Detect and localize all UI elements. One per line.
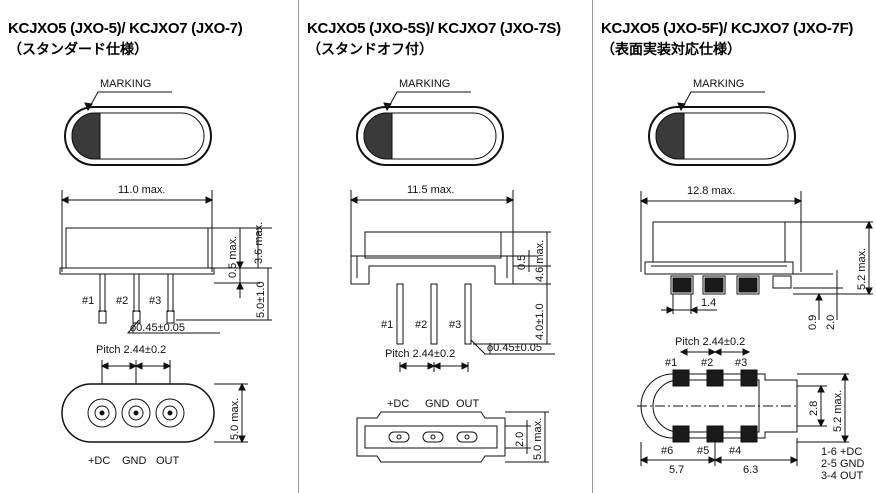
- dim-6-3: 6.3: [743, 464, 758, 476]
- dim-2-0: 2.0: [514, 432, 526, 447]
- panel-title: KCJXO5 (JXO-5S)/ KCJXO7 (JXO-7S): [307, 20, 561, 37]
- panel-subtitle: （スタンダード仕様）: [8, 41, 148, 57]
- legend-2-5: 2-5 GND: [821, 458, 864, 470]
- legend-1-6: 1-6 +DC: [821, 446, 862, 458]
- pin-2-label: #2: [701, 357, 713, 369]
- width-dim: 12.8 max.: [687, 185, 735, 197]
- dim-top-5-0: 5.0 max.: [229, 398, 241, 440]
- pin-diameter: ϕ0.45±0.05: [130, 322, 185, 334]
- pin-1-label: #1: [82, 295, 94, 307]
- bottom-view: #1 #2 #3 #6 #5 #4 5.7 6.3: [637, 357, 864, 482]
- marking-dot: [363, 112, 393, 160]
- panel-divider-1: [298, 0, 299, 493]
- panel-standoff: KCJXO5 (JXO-5S)/ KCJXO7 (JXO-7S) （スタンドオフ…: [299, 0, 591, 493]
- pin-2-label: #2: [415, 319, 427, 331]
- pitch-label: Pitch 2.44±0.2: [675, 336, 745, 348]
- side-view: 12.8 max. 1.4: [639, 185, 873, 330]
- dim-top-5-2: 5.2 max.: [832, 390, 844, 432]
- dim-0-5: 0.5: [516, 255, 528, 270]
- dim-0-5: 0.5 max.: [227, 236, 239, 278]
- dim-5-7: 5.7: [669, 464, 684, 476]
- label-out: OUT: [456, 398, 480, 410]
- panel-subtitle: （表面実装対応仕様）: [601, 41, 741, 57]
- label-gnd: GND: [122, 455, 147, 467]
- dim-5-2: 5.2 max.: [856, 248, 868, 290]
- pin-4-label: #4: [729, 445, 741, 457]
- pad: [740, 425, 758, 443]
- marking-dot: [71, 112, 101, 160]
- panel-smd: KCJXO5 (JXO-5F)/ KCJXO7 (JXO-7F) （表面実装対応…: [593, 0, 876, 493]
- pin-3-label: #3: [735, 357, 747, 369]
- dim-1-4: 1.4: [701, 297, 716, 309]
- pad: [706, 425, 724, 443]
- pad: [672, 369, 690, 387]
- width-dim: 11.5 max.: [407, 184, 455, 196]
- smd-drawing: MARKING 12.8 max.: [637, 78, 873, 482]
- width-dim: 11.0 max.: [118, 184, 166, 196]
- dim-2-8: 2.8: [808, 401, 820, 416]
- pin-1-label: #1: [381, 319, 393, 331]
- bottom-view: +DC GND OUT 2.0 5.0 max.: [356, 398, 549, 463]
- label-dc: +DC: [88, 455, 110, 467]
- marking-top-view: MARKING: [64, 78, 212, 166]
- pad: [704, 277, 724, 293]
- marking-top-view: MARKING: [648, 78, 796, 166]
- marking-top-view: MARKING: [356, 78, 504, 166]
- pad: [740, 369, 758, 387]
- pin-2-label: #2: [116, 295, 128, 307]
- pitch-label: Pitch 2.44±0.2: [385, 348, 455, 360]
- pad: [672, 277, 692, 293]
- dim-4-0: 4.0±1.0: [534, 303, 546, 340]
- pad: [672, 425, 690, 443]
- pin-6-label: #6: [661, 445, 673, 457]
- pitch-label: Pitch 2.44±0.2: [96, 344, 166, 356]
- panel-standard: KCJXO5 (JXO-5)/ KCJXO7 (JXO-7) （スタンダード仕様…: [0, 0, 298, 493]
- pad: [706, 369, 724, 387]
- pin-1-label: #1: [665, 357, 677, 369]
- dim-4-6: 4.6 max.: [534, 240, 546, 282]
- pin-5-label: #5: [697, 445, 709, 457]
- dim-3-6: 3.6 max.: [253, 222, 265, 264]
- label-out: OUT: [156, 455, 180, 467]
- dim-0-9: 0.9: [807, 315, 819, 330]
- marking-label: MARKING: [100, 78, 151, 90]
- dim-5-0: 5.0±1.0: [255, 281, 267, 318]
- legend-3-4: 3-4 OUT: [821, 470, 863, 482]
- pin-diameter: ϕ0.45±0.05: [487, 342, 542, 354]
- pin-3-label: #3: [149, 295, 161, 307]
- marking-label: MARKING: [399, 78, 450, 90]
- pad: [738, 277, 758, 293]
- label-gnd: GND: [425, 398, 450, 410]
- bottom-view: 5.0 max. +DC GND OUT: [61, 382, 248, 467]
- label-dc: +DC: [387, 398, 409, 410]
- panel-title: KCJXO5 (JXO-5F)/ KCJXO7 (JXO-7F): [601, 20, 854, 37]
- panel-divider-2: [592, 0, 593, 493]
- panel-title: KCJXO5 (JXO-5)/ KCJXO7 (JXO-7): [8, 20, 243, 37]
- side-view: 11.5 max. #1 #2 #3 0.5: [349, 184, 555, 355]
- marking-label: MARKING: [693, 78, 744, 90]
- pin-3-label: #3: [449, 319, 461, 331]
- side-view: 11.0 max. #1 #2 #3: [59, 184, 272, 334]
- standoff-drawing: MARKING 11.5 max. #1 #2 #3: [349, 78, 555, 463]
- dim-2-0: 2.0: [825, 315, 837, 330]
- marking-dot: [655, 112, 685, 160]
- dim-top-5-0: 5.0 max.: [532, 418, 544, 460]
- standard-drawing: MARKING 11.0 max. #1 #2 #3: [59, 78, 272, 467]
- panel-subtitle: （スタンドオフ付）: [307, 41, 433, 57]
